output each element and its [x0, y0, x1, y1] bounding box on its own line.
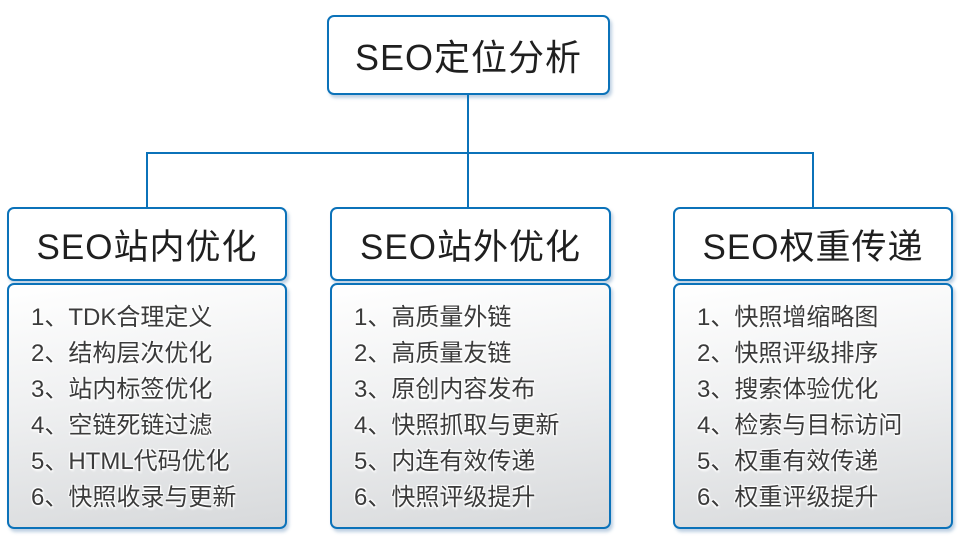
list-item: 4、快照抓取与更新 [354, 412, 560, 439]
branch-list-offsite: 1、高质量外链 2、高质量友链 3、原创内容发布 4、快照抓取与更新 5、内连有… [330, 283, 611, 529]
connector-horizontal [146, 152, 814, 154]
connector-root-vertical [467, 95, 469, 154]
branch-list-onsite: 1、TDK合理定义 2、结构层次优化 3、站内标签优化 4、空链死链过滤 5、H… [7, 283, 287, 529]
list-item: 5、权重有效传递 [697, 448, 879, 475]
list-item: 1、高质量外链 [354, 304, 512, 331]
list-item: 3、站内标签优化 [31, 376, 213, 403]
list-item: 3、搜索体验优化 [697, 376, 879, 403]
list-item: 5、HTML代码优化 [31, 448, 230, 475]
connector-middle-vertical [467, 152, 469, 207]
list-item: 5、内连有效传递 [354, 448, 536, 475]
list-item: 2、快照评级排序 [697, 340, 879, 367]
list-item: 6、权重评级提升 [697, 484, 879, 511]
list-item: 1、TDK合理定义 [31, 304, 213, 331]
list-item: 2、结构层次优化 [31, 340, 213, 367]
branch-header-weight: SEO权重传递 [673, 207, 953, 281]
branch-title: SEO站内优化 [36, 227, 258, 267]
root-node: SEO定位分析 [327, 15, 610, 95]
list-item: 2、高质量友链 [354, 340, 512, 367]
list-item: 6、快照评级提升 [354, 484, 536, 511]
branch-header-onsite: SEO站内优化 [7, 207, 287, 281]
branch-title: SEO权重传递 [702, 227, 924, 267]
root-title: SEO定位分析 [354, 37, 583, 78]
branch-header-offsite: SEO站外优化 [330, 207, 611, 281]
list-item: 3、原创内容发布 [354, 376, 536, 403]
list-item: 1、快照增缩略图 [697, 304, 879, 331]
list-item: 4、检索与目标访问 [697, 412, 903, 439]
connector-left-vertical [146, 152, 148, 207]
branch-title: SEO站外优化 [360, 227, 581, 267]
list-item: 6、快照收录与更新 [31, 484, 237, 511]
list-item: 4、空链死链过滤 [31, 412, 213, 439]
branch-list-weight: 1、快照增缩略图 2、快照评级排序 3、搜索体验优化 4、检索与目标访问 5、权… [673, 283, 953, 529]
connector-right-vertical [812, 152, 814, 207]
